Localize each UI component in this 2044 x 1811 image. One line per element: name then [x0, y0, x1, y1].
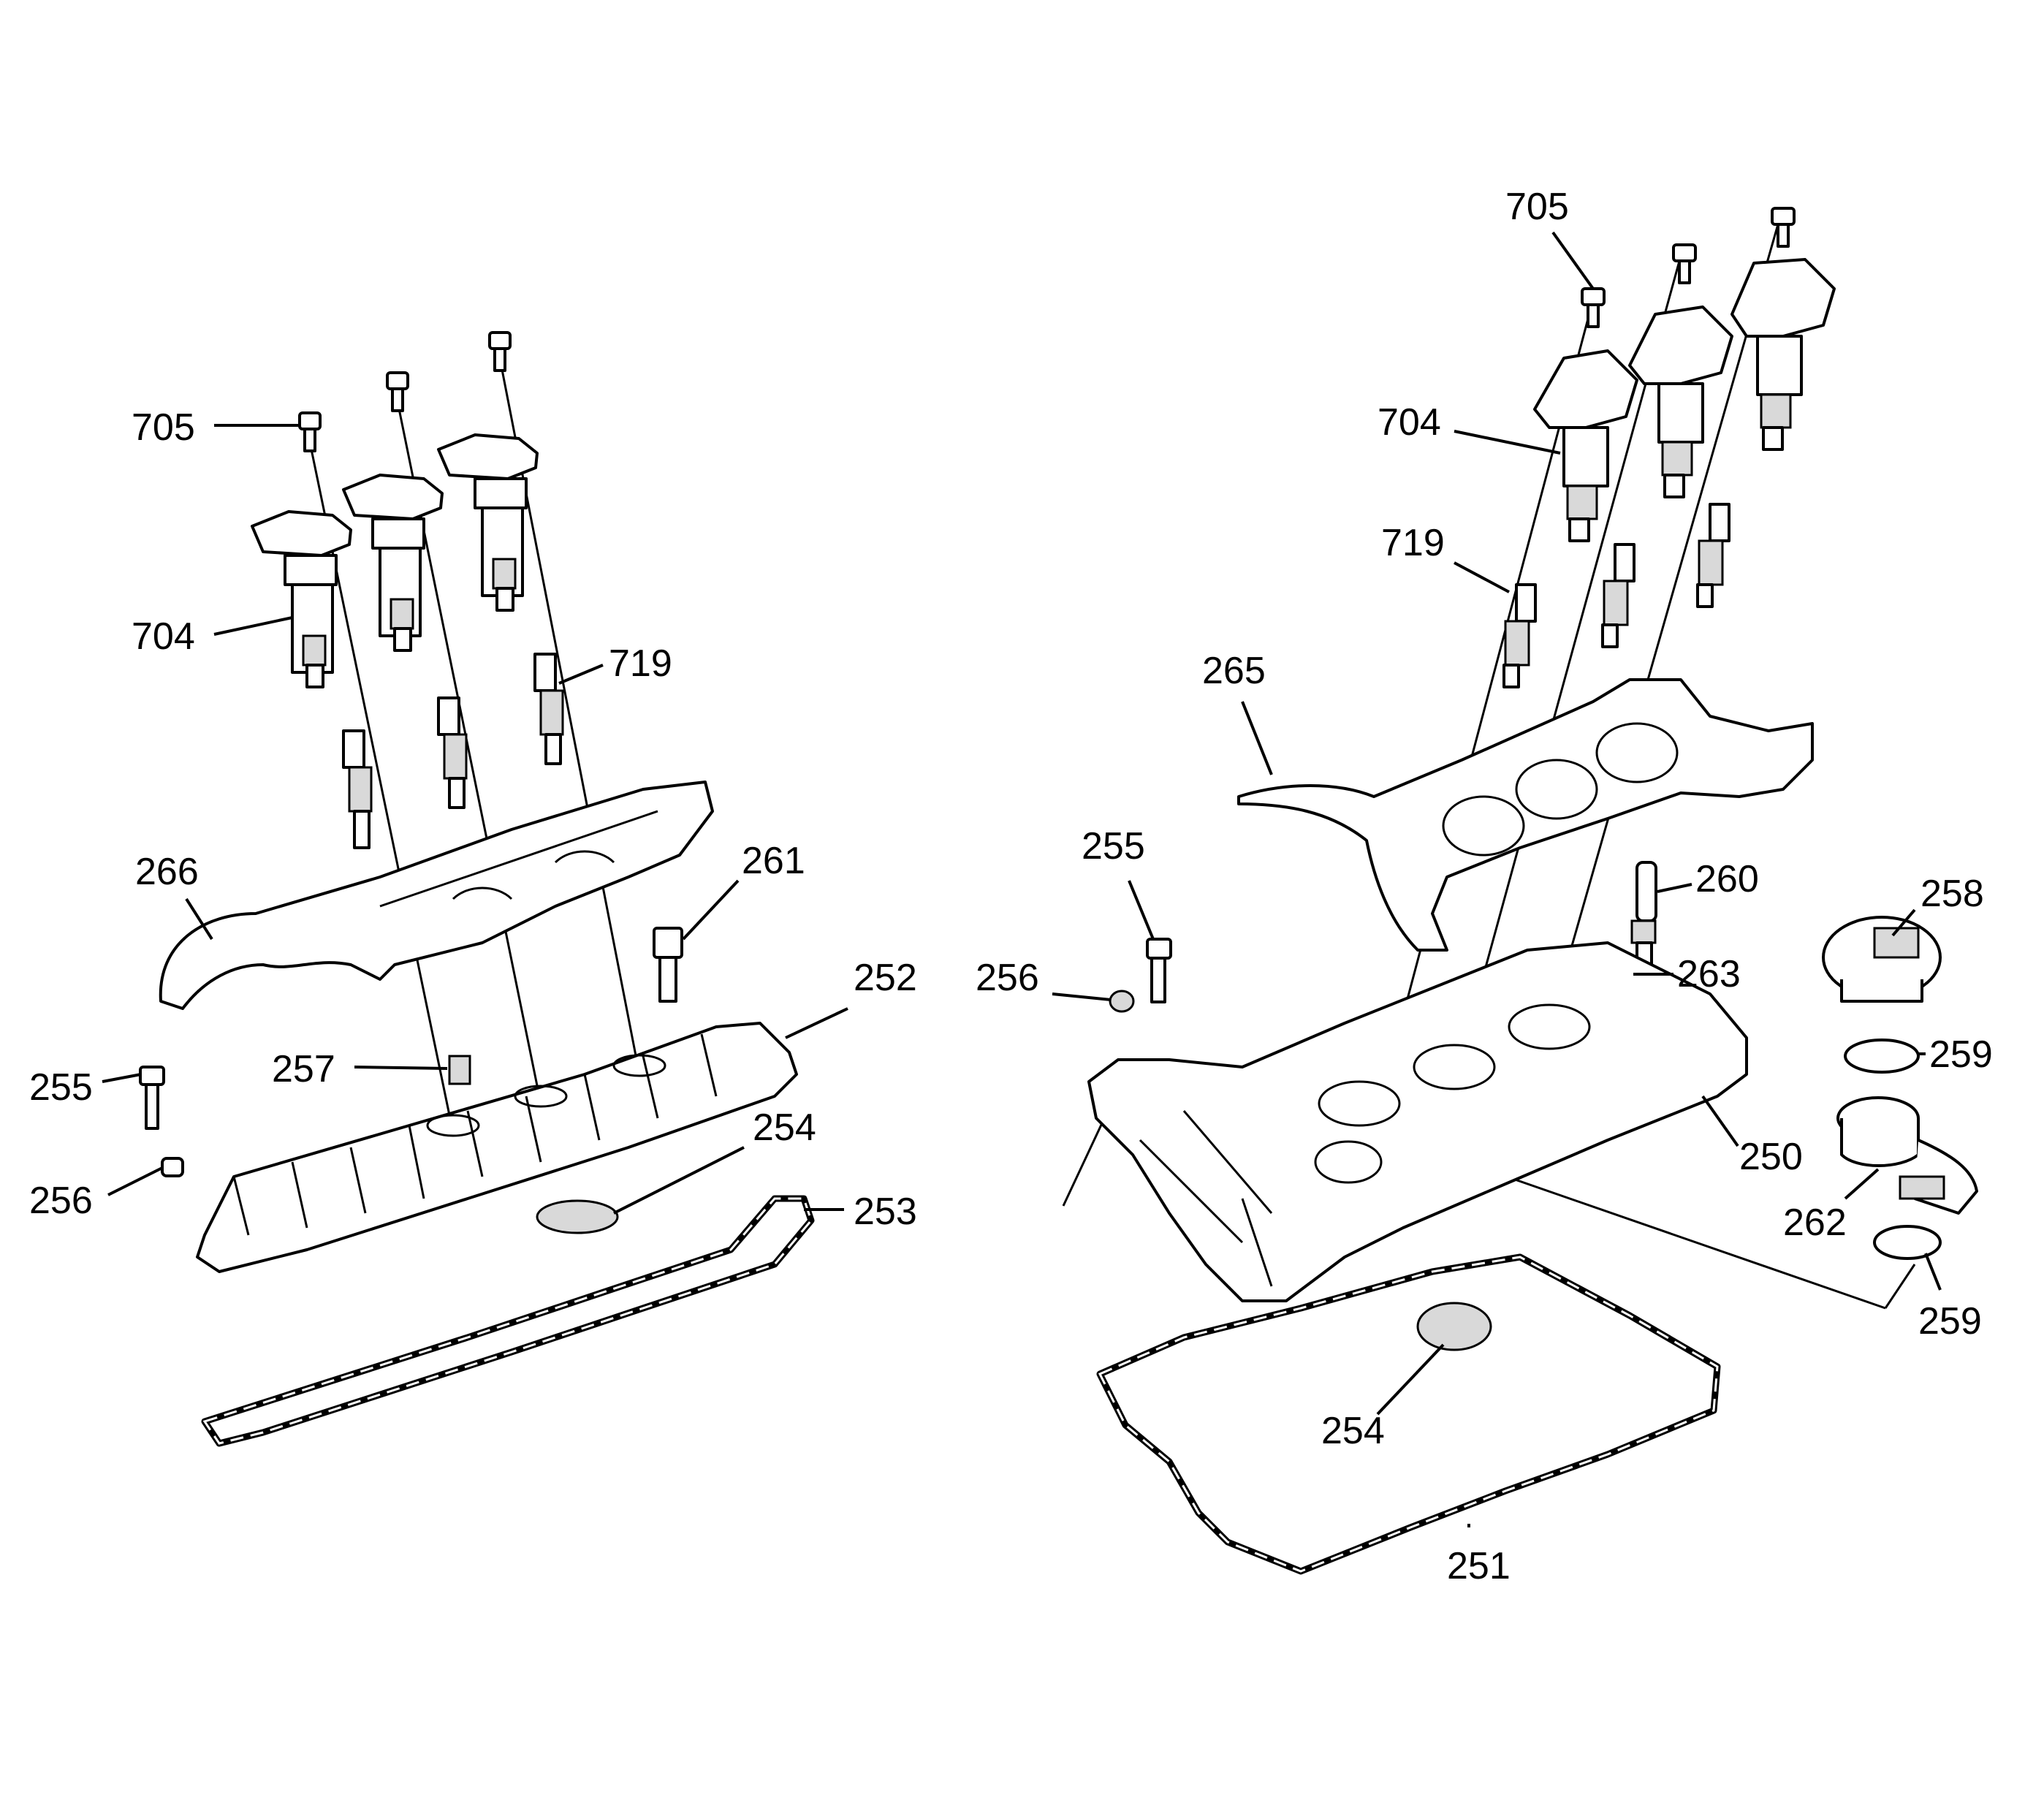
right-grommet-256 [1109, 990, 1135, 1013]
left-callout-704: 704 [132, 615, 195, 658]
right-callout-705: 705 [1505, 186, 1569, 228]
left-assembly: 705 704 719 266 261 252 257 255 254 256 … [29, 331, 917, 1447]
left-callout-255: 255 [29, 1066, 93, 1109]
right-coil-1 [1533, 349, 1638, 542]
right-bolt-3 [1771, 207, 1796, 248]
left-grommet-256 [161, 1157, 184, 1177]
left-ignition-coils [251, 433, 539, 688]
left-callout-261: 261 [742, 840, 805, 882]
right-valve-cover [1087, 941, 1748, 1302]
left-coil-3 [437, 433, 539, 612]
right-cover-openings [1139, 1003, 1591, 1287]
left-bolt-3 [488, 331, 512, 372]
left-callout-252: 252 [854, 957, 917, 999]
right-callout-259-lower: 259 [1918, 1300, 1982, 1343]
right-callout-260: 260 [1695, 858, 1759, 900]
right-callout-250: 250 [1739, 1136, 1803, 1178]
left-callout-254: 254 [753, 1106, 816, 1149]
right-coil-cover [1237, 678, 1814, 952]
left-spark-plugs [342, 653, 564, 849]
left-coil-bolts [298, 331, 512, 452]
left-callouts: 705 704 719 266 261 252 257 255 254 256 … [29, 406, 917, 1233]
left-plug-2 [437, 696, 468, 809]
left-coil-2 [342, 474, 444, 652]
left-cover-ribs [232, 1033, 718, 1236]
right-bolt-255 [1146, 938, 1172, 1003]
left-plug-3 [533, 653, 564, 765]
right-oring-259-lower [1873, 1225, 1942, 1260]
left-callout-256: 256 [29, 1180, 93, 1222]
right-callout-251: 251 [1447, 1545, 1511, 1587]
right-callout-262: 262 [1783, 1201, 1847, 1244]
right-spark-plugs [1502, 503, 1730, 688]
right-callout-256: 256 [976, 957, 1039, 999]
right-gasket-251 [1096, 1253, 1721, 1575]
left-bolt-255 [139, 1066, 165, 1130]
right-assembly: 705 704 719 265 255 260 258 256 263 259 … [976, 186, 1993, 1587]
left-leader-lines [102, 424, 848, 1215]
right-callout-719: 719 [1381, 522, 1445, 564]
right-filler-tube-262 [1836, 1096, 1978, 1215]
left-coil-1 [251, 510, 352, 688]
right-oil-cap-258 [1822, 916, 1942, 1003]
right-bolt-2 [1672, 243, 1697, 284]
left-bolt-1 [298, 411, 322, 452]
right-callouts: 705 704 719 265 255 260 258 256 263 259 … [976, 186, 1993, 1587]
right-plug-1 [1502, 583, 1537, 688]
left-seal-254 [536, 1199, 619, 1234]
right-plug-2 [1601, 543, 1635, 648]
left-callout-705: 705 [132, 406, 195, 449]
right-callout-254: 254 [1321, 1410, 1385, 1452]
right-callout-258: 258 [1920, 873, 1984, 915]
right-ignition-coils [1533, 258, 1836, 542]
left-callout-253: 253 [854, 1191, 917, 1233]
left-pcv-fitting [653, 927, 683, 1003]
left-callout-266: 266 [135, 851, 199, 893]
right-sensor-260 [1630, 861, 1657, 966]
right-callout-704: 704 [1378, 401, 1441, 444]
left-plug-257 [448, 1055, 471, 1085]
left-cover-details [379, 810, 658, 908]
right-coil-3 [1730, 258, 1836, 451]
left-callout-257: 257 [272, 1048, 335, 1090]
right-leader-lines [1052, 231, 1942, 1527]
right-callout-255: 255 [1082, 825, 1145, 867]
left-coil-cover [159, 781, 714, 1010]
right-plug-3 [1696, 503, 1730, 608]
right-seal-254 [1416, 1302, 1492, 1351]
left-plug-1 [342, 729, 373, 849]
right-coil-bolts [1581, 207, 1796, 328]
right-bolt-1 [1581, 287, 1606, 328]
left-gasket-253 [201, 1195, 815, 1447]
left-bolt-2 [386, 371, 409, 412]
right-callout-259-upper: 259 [1929, 1033, 1993, 1076]
right-coil-2 [1628, 305, 1733, 498]
left-valve-cover [196, 1022, 798, 1273]
right-cover-details [1442, 722, 1679, 857]
left-callout-719: 719 [609, 642, 672, 685]
right-callout-265: 265 [1202, 650, 1266, 692]
right-oring-259-upper [1844, 1039, 1920, 1074]
right-callout-263: 263 [1677, 953, 1741, 995]
